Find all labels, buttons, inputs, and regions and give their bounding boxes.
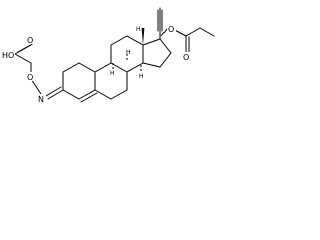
ring-b [94,62,128,100]
ester-oxygen-label: O [168,25,174,34]
methyl-h-label: H [136,26,141,33]
h14-label: H [139,73,144,80]
molecule-drawing: N O HO O O O H H H H [2,7,215,104]
h8-label: H [110,70,115,77]
h9-label: H [126,49,131,56]
ring-c [110,35,144,73]
ethynyl-group [157,7,163,40]
stereo-bonds [112,28,168,71]
structure-diagram: N O HO O O O H H H H [0,0,241,114]
carbonyl-oxygen-label: O [183,53,189,62]
oxime-chain [14,42,64,100]
acid-oxygen-label: O [27,36,33,45]
ring-d [142,38,172,68]
hydroxyl-label: HO [2,51,14,60]
ether-oxygen-label: O [27,73,33,82]
ring-a [62,62,98,103]
oxime-nitrogen-label: N [38,95,44,104]
acetate-group [170,27,215,53]
